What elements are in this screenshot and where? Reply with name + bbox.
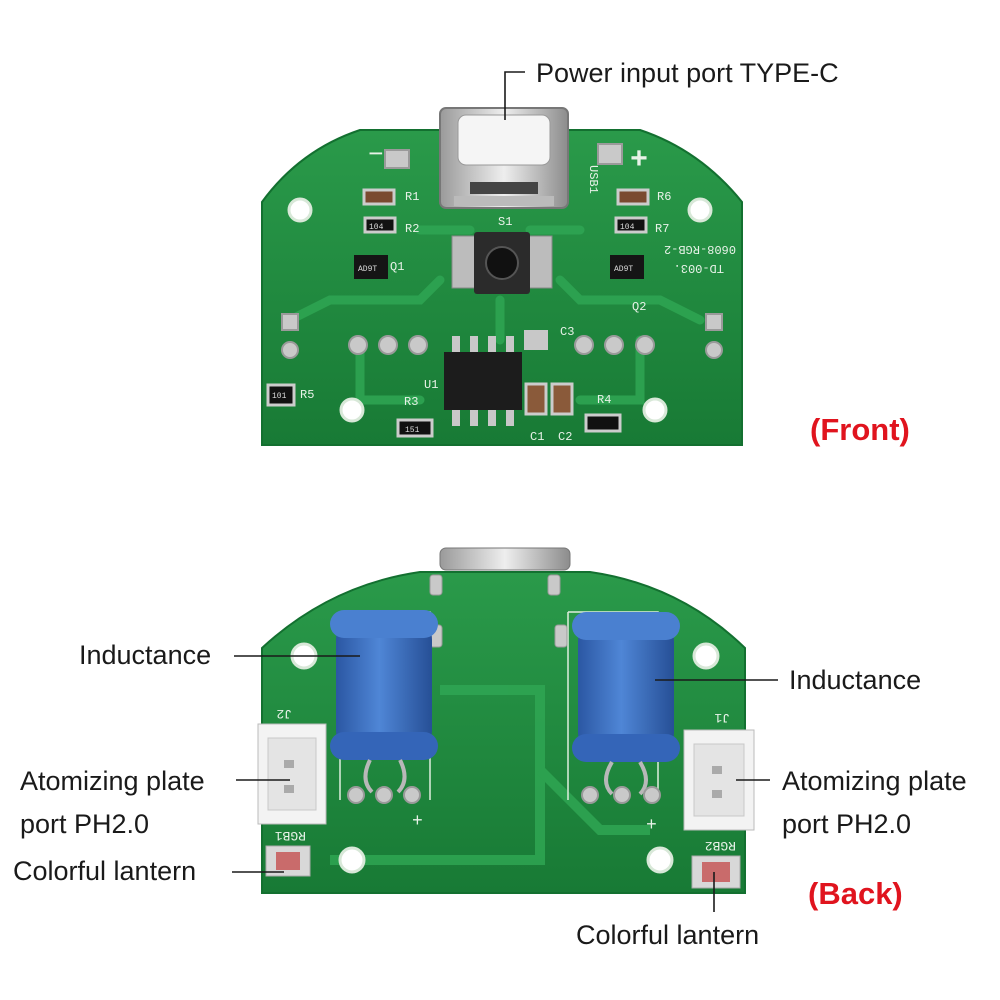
- callout-port-right-line1: Atomizing plate: [782, 766, 967, 796]
- silk-c3: C3: [560, 325, 574, 339]
- silk-rgb2: RGB2: [705, 838, 736, 853]
- callout-led-left: Colorful lantern: [13, 856, 197, 886]
- front-chip-markings: 104 104 151 101 AD9T AD9T: [272, 223, 635, 435]
- silk-r5: R5: [300, 388, 314, 402]
- coil-leads: [363, 759, 648, 796]
- silk-board-id: TD-003.: [674, 261, 724, 275]
- silk-c2: C2: [558, 430, 572, 444]
- silk-plus-left: +: [412, 812, 423, 832]
- silk-rgb1: RGB1: [275, 828, 306, 843]
- chip-marking-101: 101: [272, 392, 287, 401]
- inductor-right: [572, 612, 680, 762]
- silk-s1: S1: [498, 215, 512, 229]
- callout-lines: [232, 71, 778, 912]
- front-board: USB1 S1 U1 TD-003. 0608-RGB-2 R1 R2 R3 R…: [261, 107, 743, 446]
- silk-j1: J1: [714, 710, 730, 725]
- silk-u1: U1: [424, 378, 438, 392]
- chip-marking-q2: AD9T: [614, 265, 633, 274]
- callout-led-right: Colorful lantern: [576, 920, 760, 950]
- view-label-back: (Back): [808, 876, 903, 911]
- silk-j2: J2: [276, 706, 292, 721]
- silk-r3: R3: [404, 395, 418, 409]
- silk-r7: R7: [655, 222, 669, 236]
- inductor-left: [330, 610, 438, 760]
- callout-port-left-line2: port PH2.0: [20, 809, 150, 839]
- front-mount-holes: [287, 197, 713, 423]
- callout-port-right-line2: port PH2.0: [782, 809, 912, 839]
- front-th-pads: [281, 143, 723, 359]
- silk-r4: R4: [597, 393, 611, 407]
- silk-q2: Q2: [632, 300, 646, 314]
- silk-q1: Q1: [390, 260, 404, 274]
- callout-inductance-left: Inductance: [79, 640, 212, 670]
- usb-c-port: [439, 107, 569, 209]
- chip-marking-104a: 104: [369, 223, 384, 232]
- silk-c1: C1: [530, 430, 544, 444]
- tactile-switch: [451, 232, 553, 294]
- back-silkscreen: J1 J2 RGB1 RGB2 + +: [275, 706, 736, 853]
- back-usb-edge: [439, 547, 571, 571]
- silk-minus: −: [368, 140, 384, 170]
- silk-r6: R6: [657, 190, 671, 204]
- chip-marking-104b: 104: [620, 223, 635, 232]
- chip-marking-q1: AD9T: [358, 265, 377, 274]
- front-smd-components: [266, 188, 650, 438]
- chip-marking-151: 151: [405, 426, 420, 435]
- leader-usb: [504, 71, 525, 120]
- silk-plus: +: [630, 144, 648, 178]
- rgb-led-left: [265, 845, 311, 877]
- silk-r1: R1: [405, 190, 419, 204]
- callout-usb-port: Power input port TYPE-C: [536, 58, 839, 88]
- callout-port-left-line1: Atomizing plate: [20, 766, 205, 796]
- back-board: J1 J2 RGB1 RGB2 + +: [257, 547, 755, 894]
- silk-r2: R2: [405, 222, 419, 236]
- ph20-connector-left: [257, 723, 327, 825]
- view-label-front: (Front): [810, 412, 910, 447]
- back-solder-pads: [347, 786, 661, 804]
- silk-board-id2: 0608-RGB-2: [664, 242, 736, 256]
- u1-ic: [444, 336, 522, 426]
- rgb-led-right: [691, 855, 741, 889]
- silk-plus-right: +: [646, 816, 657, 836]
- front-silkscreen: USB1 S1 U1 TD-003. 0608-RGB-2 R1 R2 R3 R…: [300, 140, 736, 444]
- front-traces: [285, 225, 705, 405]
- silk-usb1: USB1: [586, 165, 600, 194]
- callout-inductance-right: Inductance: [789, 665, 922, 695]
